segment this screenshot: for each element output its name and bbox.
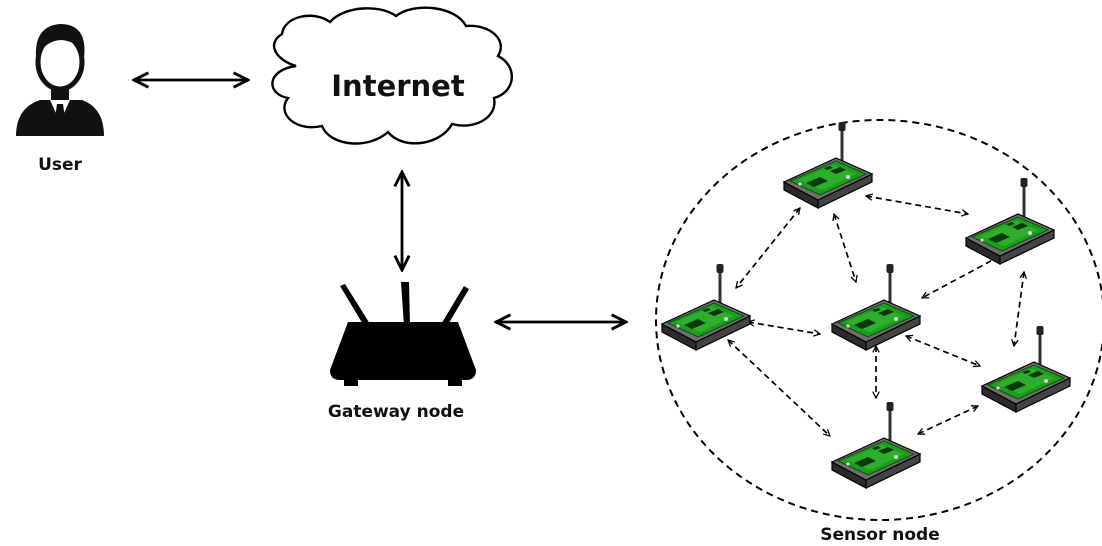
mesh-link <box>834 214 856 282</box>
mesh-link <box>906 336 980 366</box>
gateway-router-icon <box>330 282 476 386</box>
mesh-link <box>736 208 800 288</box>
sensor-node-icon <box>964 176 1056 266</box>
mesh-link <box>918 406 978 434</box>
mesh-link <box>866 196 968 214</box>
mesh-link <box>728 340 830 436</box>
gateway-label: Gateway node <box>328 402 464 422</box>
mesh-link <box>748 322 820 334</box>
sensor-label: Sensor node <box>820 525 939 545</box>
internet-cloud-icon <box>271 6 514 145</box>
sensor-field-boundary <box>655 119 1102 521</box>
internet-label: Internet <box>331 69 465 103</box>
mesh-link <box>922 255 1000 299</box>
sensor-mesh-links <box>728 196 1024 436</box>
backbone-links <box>134 80 626 322</box>
sensor-node-icon <box>980 324 1072 414</box>
sensor-node-icon <box>660 262 752 352</box>
sensor-node-icon <box>830 400 922 490</box>
user-label: User <box>38 155 82 175</box>
mesh-link <box>1014 272 1024 346</box>
user-icon <box>16 24 104 136</box>
